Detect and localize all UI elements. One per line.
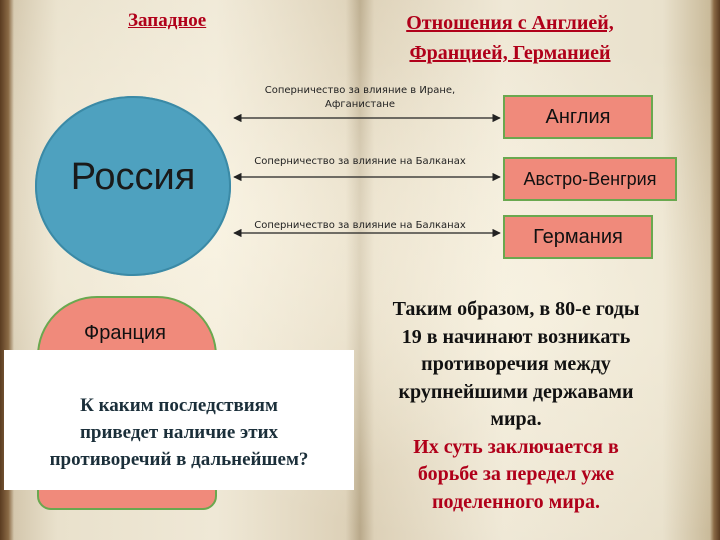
russia-node bbox=[35, 96, 231, 276]
relation-label-austria: Соперничество за влияние на Балканах bbox=[254, 156, 466, 167]
conclusion-line1: Таким образом, в 80-е годы bbox=[392, 298, 640, 320]
question-line2: приведет наличие этих bbox=[79, 422, 279, 443]
country-box-germany: Германия bbox=[503, 215, 653, 259]
heading-relations-line1: Отношения с Англией, bbox=[406, 12, 614, 34]
relation-label-germany: Соперничество за влияние на Балканах bbox=[254, 220, 466, 231]
book-edge-right bbox=[710, 0, 720, 540]
conclusion-line4: крупнейшими державами bbox=[398, 380, 634, 403]
question-text: К каким последствиям приведет наличие эт… bbox=[4, 392, 354, 473]
conclusion-red-line3: поделенного мира. bbox=[432, 490, 600, 513]
france-label: Франция bbox=[84, 322, 166, 344]
conclusion-red-line2: борьбе за передел уже bbox=[417, 463, 615, 485]
country-box-austria-hungary: Австро-Венгрия bbox=[503, 157, 677, 201]
relation-label-england-line1: Соперничество за влияние в Иране, bbox=[264, 85, 456, 96]
heading-western: Западное bbox=[128, 10, 207, 31]
relation-label-england: Соперничество за влияние в Иране, Афгани… bbox=[240, 84, 480, 112]
russia-label: Россия bbox=[70, 156, 196, 198]
question-line1: К каким последствиям bbox=[80, 395, 278, 416]
relation-label-england-line2: Афганистане bbox=[325, 99, 395, 110]
heading-relations-line2: Францией, Германией bbox=[409, 42, 611, 64]
conclusion-line5: мира. bbox=[490, 408, 542, 430]
conclusion-line2: 19 в начинают возникать bbox=[401, 325, 631, 348]
conclusion-text: Таким образом, в 80-е годы 19 в начинают… bbox=[356, 296, 676, 516]
question-line3: противоречий в дальнейшем? bbox=[49, 449, 309, 470]
question-box bbox=[4, 350, 354, 490]
conclusion-red-line1: Их суть заключается в bbox=[413, 435, 619, 458]
country-box-england: Англия bbox=[503, 95, 653, 139]
heading-relations: Отношения с Англией, Францией, Германией bbox=[360, 8, 660, 68]
conclusion-line3: противоречия между bbox=[421, 353, 611, 375]
